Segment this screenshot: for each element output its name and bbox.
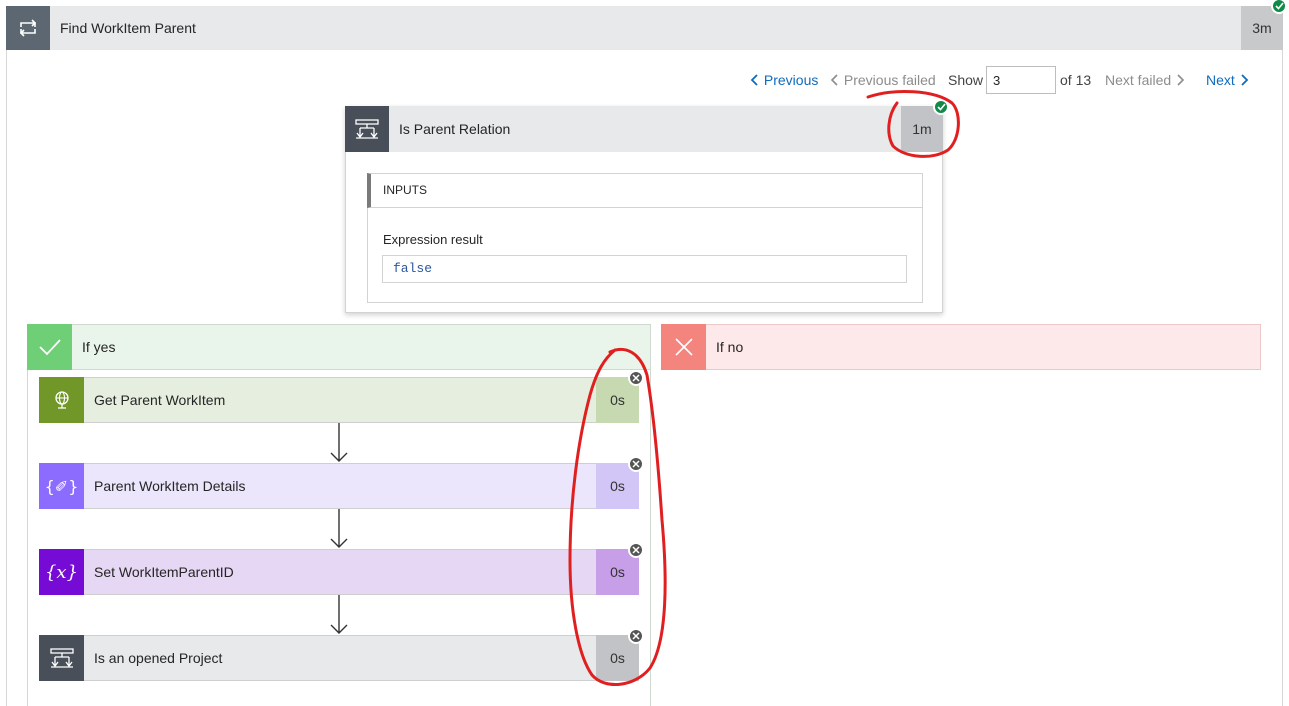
previous-label: Previous <box>763 72 819 88</box>
check-icon <box>27 324 72 370</box>
close-icon <box>661 324 706 370</box>
action-get-parent-workitem[interactable] <box>39 377 639 423</box>
if-yes-title: If yes <box>82 339 116 355</box>
variable-icon: {x} <box>39 549 84 595</box>
action-title: Is an opened Project <box>94 650 223 666</box>
inputs-heading: INPUTS <box>367 173 923 208</box>
expression-value-text: false <box>393 261 433 276</box>
next-label: Next <box>1206 72 1235 88</box>
iteration-input[interactable] <box>986 66 1056 94</box>
next-failed-label: Next failed <box>1105 72 1172 88</box>
chevron-right-icon <box>1239 72 1249 88</box>
if-no-title: If no <box>716 339 744 355</box>
loop-icon <box>6 6 50 50</box>
previous-failed-label: Previous failed <box>843 72 936 88</box>
skipped-icon <box>628 456 644 472</box>
chevron-right-icon <box>1175 72 1185 88</box>
action-is-an-opened-project[interactable] <box>39 635 639 681</box>
previous-failed-link[interactable]: Previous failed <box>830 66 936 94</box>
action-title: Get Parent WorkItem <box>94 392 226 408</box>
previous-link[interactable]: Previous <box>750 66 818 94</box>
flow-arrow <box>330 423 348 462</box>
condition-title: Is Parent Relation <box>399 121 511 137</box>
action-title: Set WorkItemParentID <box>94 564 234 580</box>
loop-title: Find WorkItem Parent <box>60 20 196 36</box>
loop-success-icon <box>1271 0 1287 14</box>
next-failed-link[interactable]: Next failed <box>1105 66 1185 94</box>
next-link[interactable]: Next <box>1206 66 1249 94</box>
flow-arrow <box>330 595 348 634</box>
condition-icon <box>345 106 389 152</box>
globe-icon <box>39 377 84 423</box>
chevron-left-icon <box>830 72 844 88</box>
show-label: Show <box>948 72 984 88</box>
flow-arrow <box>330 509 348 548</box>
if-no-header[interactable] <box>661 324 1261 370</box>
expression-value: false <box>382 255 907 283</box>
total-count: of 13 <box>1060 72 1092 88</box>
condition-icon <box>39 635 84 681</box>
expression-label: Expression result <box>383 232 483 247</box>
action-parent-workitem-details[interactable] <box>39 463 639 509</box>
action-title: Parent WorkItem Details <box>94 478 246 494</box>
loop-header[interactable] <box>6 6 1283 50</box>
skipped-icon <box>628 370 644 386</box>
condition-success-icon <box>933 99 949 115</box>
compose-icon: {✐} <box>39 463 84 509</box>
if-yes-header[interactable] <box>27 324 651 370</box>
chevron-left-icon <box>750 72 764 88</box>
skipped-icon <box>628 542 644 558</box>
condition-header[interactable] <box>345 106 943 152</box>
skipped-icon <box>628 628 644 644</box>
